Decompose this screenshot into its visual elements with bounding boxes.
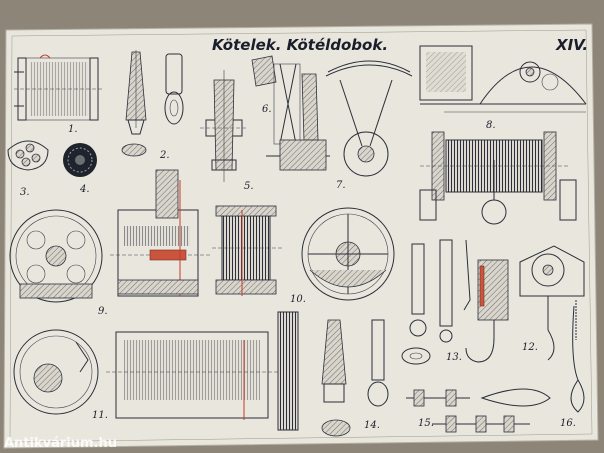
figure-15-label: 15. <box>418 418 434 429</box>
figure-16-thimble-eye: 16. <box>480 300 585 429</box>
figure-2-label: 2. <box>159 150 170 161</box>
figure-13-rope-links: 13. <box>401 347 462 365</box>
paper-sheet <box>3 23 599 449</box>
figure-11-label: 11. <box>92 410 108 421</box>
plate-number: XIV. <box>555 36 588 54</box>
figure-12-label: 12. <box>522 342 538 353</box>
figure-12-pulley-block: 12. <box>519 245 585 361</box>
figure-9-flanged-wheel: 9. <box>9 209 108 317</box>
figure-9-label: 9. <box>98 306 108 317</box>
figure-10-coiled-drum: 10. <box>212 205 306 305</box>
plate-title: Kötelek. Kötéldobok. <box>212 36 388 54</box>
figure-1-rope-drum: 1. <box>14 54 102 135</box>
figure-8-label: 8. <box>486 120 496 131</box>
figure-6-clamp-detail: 6. <box>251 55 319 145</box>
figure-1-label: 1. <box>68 124 78 135</box>
figure-8-drum-elevation <box>419 45 587 113</box>
spoked-drum-wheel <box>301 207 395 301</box>
figure-4-label: 4. <box>79 184 90 195</box>
figure-16-label: 16. <box>560 418 576 429</box>
figure-5-label: 5. <box>244 181 254 192</box>
figure-4-wire-section: 4. <box>63 143 97 195</box>
figure-10-label: 10. <box>290 294 306 305</box>
figure-7-label: 7. <box>336 180 346 191</box>
figure-3-rope-section: 3. <box>7 140 49 198</box>
figure-3-label: 3. <box>20 187 30 198</box>
figure-14-rope-sockets: 14. <box>321 319 389 437</box>
figure-2-rope-socket: 2. <box>121 50 184 161</box>
figure-5-pulley-assembly: 5. <box>200 70 254 192</box>
figure-11-wheel-and-drum: 11. <box>13 311 299 431</box>
figure-15-rope-clips: 15. <box>406 389 530 433</box>
figure-7-spoked-sheave: 7. <box>266 60 413 191</box>
watermark: Antikvárium.hu <box>4 436 117 451</box>
figure-6-label: 6. <box>262 104 272 115</box>
figure-13-label: 13. <box>446 352 462 363</box>
figure-14-label: 14. <box>364 420 380 431</box>
hook-block-assembly <box>409 160 509 363</box>
drum-sectional-view <box>110 169 210 297</box>
